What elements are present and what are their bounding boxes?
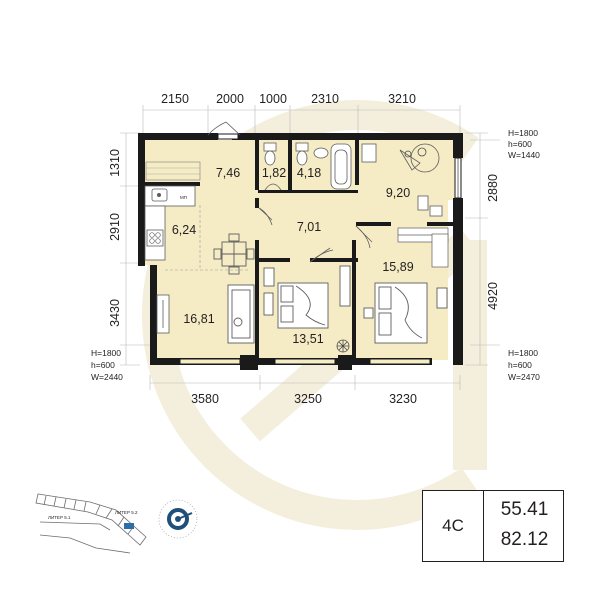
room-area-bedroom-middle: 13,51 bbox=[292, 332, 323, 346]
door-swings bbox=[207, 121, 373, 263]
bed-right bbox=[363, 282, 448, 344]
dim-bottom-3: 3230 bbox=[389, 392, 417, 406]
dim-left-1: 1310 bbox=[108, 149, 122, 177]
room-area-bathroom: 4,18 bbox=[297, 166, 321, 180]
window-spec-bottom-right: H=1800 h=600 W=2470 bbox=[508, 348, 540, 382]
window-spec-top-right: H=1800 h=600 W=1440 bbox=[508, 128, 540, 160]
dim-left-2: 2910 bbox=[108, 213, 122, 241]
svg-text:h=600: h=600 bbox=[508, 360, 532, 370]
room-area-kitchen: 6,24 bbox=[172, 223, 196, 237]
bed-middle bbox=[263, 265, 351, 329]
room-area-living: 16,81 bbox=[183, 312, 214, 326]
room-area-bedroom-right: 15,89 bbox=[382, 260, 413, 274]
svg-text:h=600: h=600 bbox=[91, 360, 115, 370]
wardrobe-right bbox=[397, 227, 449, 268]
plants bbox=[336, 147, 427, 353]
unit-type: 4С bbox=[442, 516, 464, 535]
window-spec-bottom-left: H=1800 h=600 W=2440 bbox=[91, 348, 123, 382]
key-plan: ЛИТЕР 5.1 ЛИТЕР 5.2 bbox=[35, 493, 198, 554]
armchair-set bbox=[361, 143, 443, 217]
unit-area-total: 55.41 bbox=[500, 499, 549, 520]
room-area-wc: 1,82 bbox=[262, 166, 286, 180]
dim-top-1: 2150 bbox=[161, 92, 189, 106]
unit-area-full: 82.12 bbox=[500, 529, 549, 550]
svg-text:h=600: h=600 bbox=[508, 139, 532, 149]
room-area-loggia-room: 9,20 bbox=[386, 186, 410, 200]
info-divider bbox=[483, 491, 484, 561]
svg-text:H=1800: H=1800 bbox=[508, 128, 538, 138]
kitchen-counter bbox=[144, 161, 201, 261]
walls bbox=[138, 133, 463, 370]
dim-right-2: 4920 bbox=[486, 282, 500, 310]
dim-top-5: 3210 bbox=[388, 92, 416, 106]
dim-top-2: 2000 bbox=[216, 92, 244, 106]
dim-right-1: 2880 bbox=[486, 174, 500, 202]
dim-bottom-1: 3580 bbox=[191, 392, 219, 406]
unit-info-box: 4С 55.41 82.12 bbox=[422, 490, 564, 562]
bathroom-fixtures bbox=[263, 142, 352, 191]
tv-stand bbox=[156, 294, 170, 334]
room-area-corridor: 7,01 bbox=[297, 220, 321, 234]
sofa bbox=[227, 284, 255, 344]
dim-left-3: 3430 bbox=[108, 299, 122, 327]
dishwasher-label: МП bbox=[180, 195, 187, 200]
room-area-hall: 7,46 bbox=[216, 166, 240, 180]
liter-1-label: ЛИТЕР 5.1 bbox=[48, 515, 71, 520]
svg-text:W=2440: W=2440 bbox=[91, 372, 123, 382]
svg-text:W=2470: W=2470 bbox=[508, 372, 540, 382]
highlight-section bbox=[124, 523, 134, 529]
dim-top-3: 1000 bbox=[259, 92, 287, 106]
liter-2-label: ЛИТЕР 5.2 bbox=[115, 510, 138, 515]
svg-text:H=1800: H=1800 bbox=[508, 348, 538, 358]
dining-table bbox=[213, 233, 255, 275]
dim-top-4: 2310 bbox=[311, 92, 339, 106]
balcony-glazing bbox=[457, 158, 462, 198]
svg-text:H=1800: H=1800 bbox=[91, 348, 121, 358]
dimension-lines bbox=[120, 105, 500, 390]
svg-text:W=1440: W=1440 bbox=[508, 150, 540, 160]
dim-bottom-2: 3250 bbox=[294, 392, 322, 406]
compass-icon bbox=[158, 499, 198, 539]
